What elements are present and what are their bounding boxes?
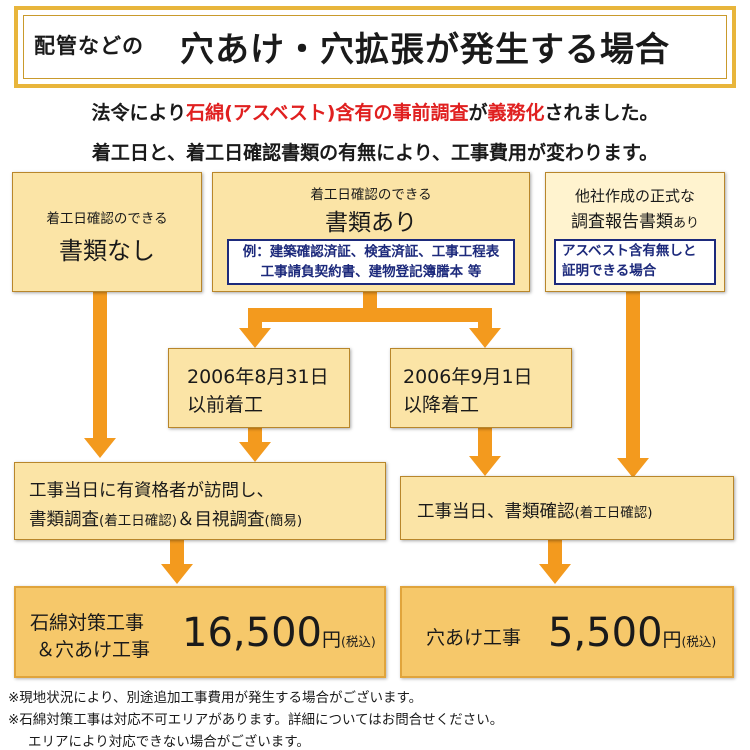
other-report-condition-1: アスベスト含有無しと — [562, 243, 697, 259]
arrow-shaft — [626, 292, 640, 460]
price-left-tax: (税込) — [340, 634, 376, 649]
price-right-label: 穴あけ工事 — [426, 627, 522, 649]
arrow-shaft — [478, 308, 492, 330]
survey-left-line-2: 書類調査(着工日確認)＆目視調査(簡易) — [29, 506, 302, 531]
price-left-box: 石綿対策工事 ＆穴あけ工事 16,500円(税込) — [14, 586, 386, 678]
no-docs-label: 書類なし — [59, 237, 155, 265]
intro-line-2: 着工日と、着工日確認書類の有無により、工事費用が変わります。 — [91, 142, 659, 164]
survey-left-line-1: 工事当日に有資格者が訪問し、 — [29, 481, 274, 501]
footnote-2: ※石綿対策工事は対応不可エリアがあります。詳細についてはお問合せください。 — [8, 712, 504, 728]
no-docs-box: 着工日確認のできる 書類なし — [12, 172, 202, 292]
survey-left-doc: 書類調査 — [29, 510, 99, 530]
intro-text: されました。 — [544, 102, 659, 124]
other-report-label: 調査報告書類 — [570, 212, 673, 232]
price-left-amount: 16,500 — [182, 610, 322, 656]
arrow-shaft — [548, 540, 562, 566]
price-right-yen: 円 — [662, 629, 682, 651]
price-left-label-1: 石綿対策工事 — [30, 612, 145, 634]
arrow-head — [469, 328, 501, 348]
arrow-head — [539, 564, 571, 584]
price-right-price: 5,500円(税込) — [548, 610, 716, 656]
arrow-head — [239, 442, 271, 462]
survey-right-box: 工事当日、書類確認(着工日確認) — [400, 476, 734, 540]
price-left-price: 16,500円(税込) — [182, 610, 376, 656]
has-docs-label: 書類あり — [325, 210, 417, 236]
has-docs-box: 着工日確認のできる 書類あり 例：建築確認済証、検査済証、工事工程表 工事請負契… — [212, 172, 530, 292]
intro-highlight-mandatory: 義務化 — [487, 102, 545, 124]
intro-text: 法令により — [91, 102, 187, 124]
survey-left-box: 工事当日に有資格者が訪問し、 書類調査(着工日確認)＆目視調査(簡易) — [14, 462, 386, 540]
other-report-condition-2: 証明できる場合 — [562, 263, 657, 279]
after-date-label: 以降着工 — [403, 394, 480, 416]
footnote-1: ※現地状況により、別途追加工事費用が発生する場合がございます。 — [8, 690, 423, 706]
before-date-box: 2006年8月31日 以前着工 — [168, 348, 350, 428]
price-left-yen: 円 — [321, 629, 341, 651]
survey-left-doc-note: (着工日確認) — [99, 513, 178, 529]
arrow-shaft — [478, 428, 492, 458]
no-docs-caption: 着工日確認のできる — [46, 211, 168, 227]
survey-left-visual: ＆目視調査 — [177, 510, 265, 530]
price-right-tax: (税込) — [681, 634, 717, 649]
doc-examples-box: 例：建築確認済証、検査済証、工事工程表 工事請負契約書、建物登記簿謄本 等 — [227, 239, 515, 285]
has-docs-caption: 着工日確認のできる — [310, 187, 432, 203]
other-report-line-1: 他社作成の正式な — [574, 187, 695, 205]
arrow-shaft — [93, 292, 107, 440]
other-report-line-2: 調査報告書類あり — [546, 207, 724, 232]
arrow-shaft — [248, 428, 262, 444]
intro-line-1: 法令により石綿(アスベスト)含有の事前調査が義務化されました。 — [0, 98, 750, 125]
title-inner-border — [23, 15, 727, 79]
arrow-head — [469, 456, 501, 476]
doc-examples-line-1: 例：建築確認済証、検査済証、工事工程表 — [242, 244, 500, 260]
price-right-box: 穴あけ工事 5,500円(税込) — [400, 586, 734, 678]
intro-text: が — [468, 102, 488, 124]
arrow-shaft — [248, 308, 262, 330]
arrow-branch — [248, 308, 492, 322]
intro-highlight-survey: 石綿(アスベスト)含有の事前調査 — [186, 102, 469, 124]
title-banner — [14, 6, 736, 88]
survey-right-note: (着工日確認) — [574, 505, 653, 521]
doc-examples-line-2: 工事請負契約書、建物登記簿謄本 等 — [260, 264, 482, 280]
other-report-box: 他社作成の正式な 調査報告書類あり アスベスト含有無しと 証明できる場合 — [545, 172, 725, 292]
footnote-3: エリアにより対応できない場合がございます。 — [28, 734, 310, 750]
after-date: 2006年9月1日 — [403, 366, 533, 388]
survey-right-text: 工事当日、書類確認(着工日確認) — [417, 498, 653, 523]
arrow-head — [84, 438, 116, 458]
other-report-suffix: あり — [672, 216, 699, 231]
price-left-label-2: ＆穴あけ工事 — [36, 639, 151, 661]
title-prefix: 配管などの — [34, 34, 144, 58]
arrow-head — [239, 328, 271, 348]
arrow-head — [161, 564, 193, 584]
survey-left-visual-note: (簡易) — [264, 513, 303, 529]
page-title: 穴あけ・穴拡張が発生する場合 — [180, 30, 670, 70]
survey-right-label: 工事当日、書類確認 — [417, 502, 575, 522]
price-right-amount: 5,500 — [548, 610, 663, 656]
arrow-shaft — [170, 540, 184, 566]
arrow-head — [617, 458, 649, 478]
after-date-box: 2006年9月1日 以降着工 — [390, 348, 572, 428]
before-date-label: 以前着工 — [187, 394, 264, 416]
other-report-condition-box: アスベスト含有無しと 証明できる場合 — [554, 239, 716, 285]
before-date: 2006年8月31日 — [187, 366, 329, 388]
